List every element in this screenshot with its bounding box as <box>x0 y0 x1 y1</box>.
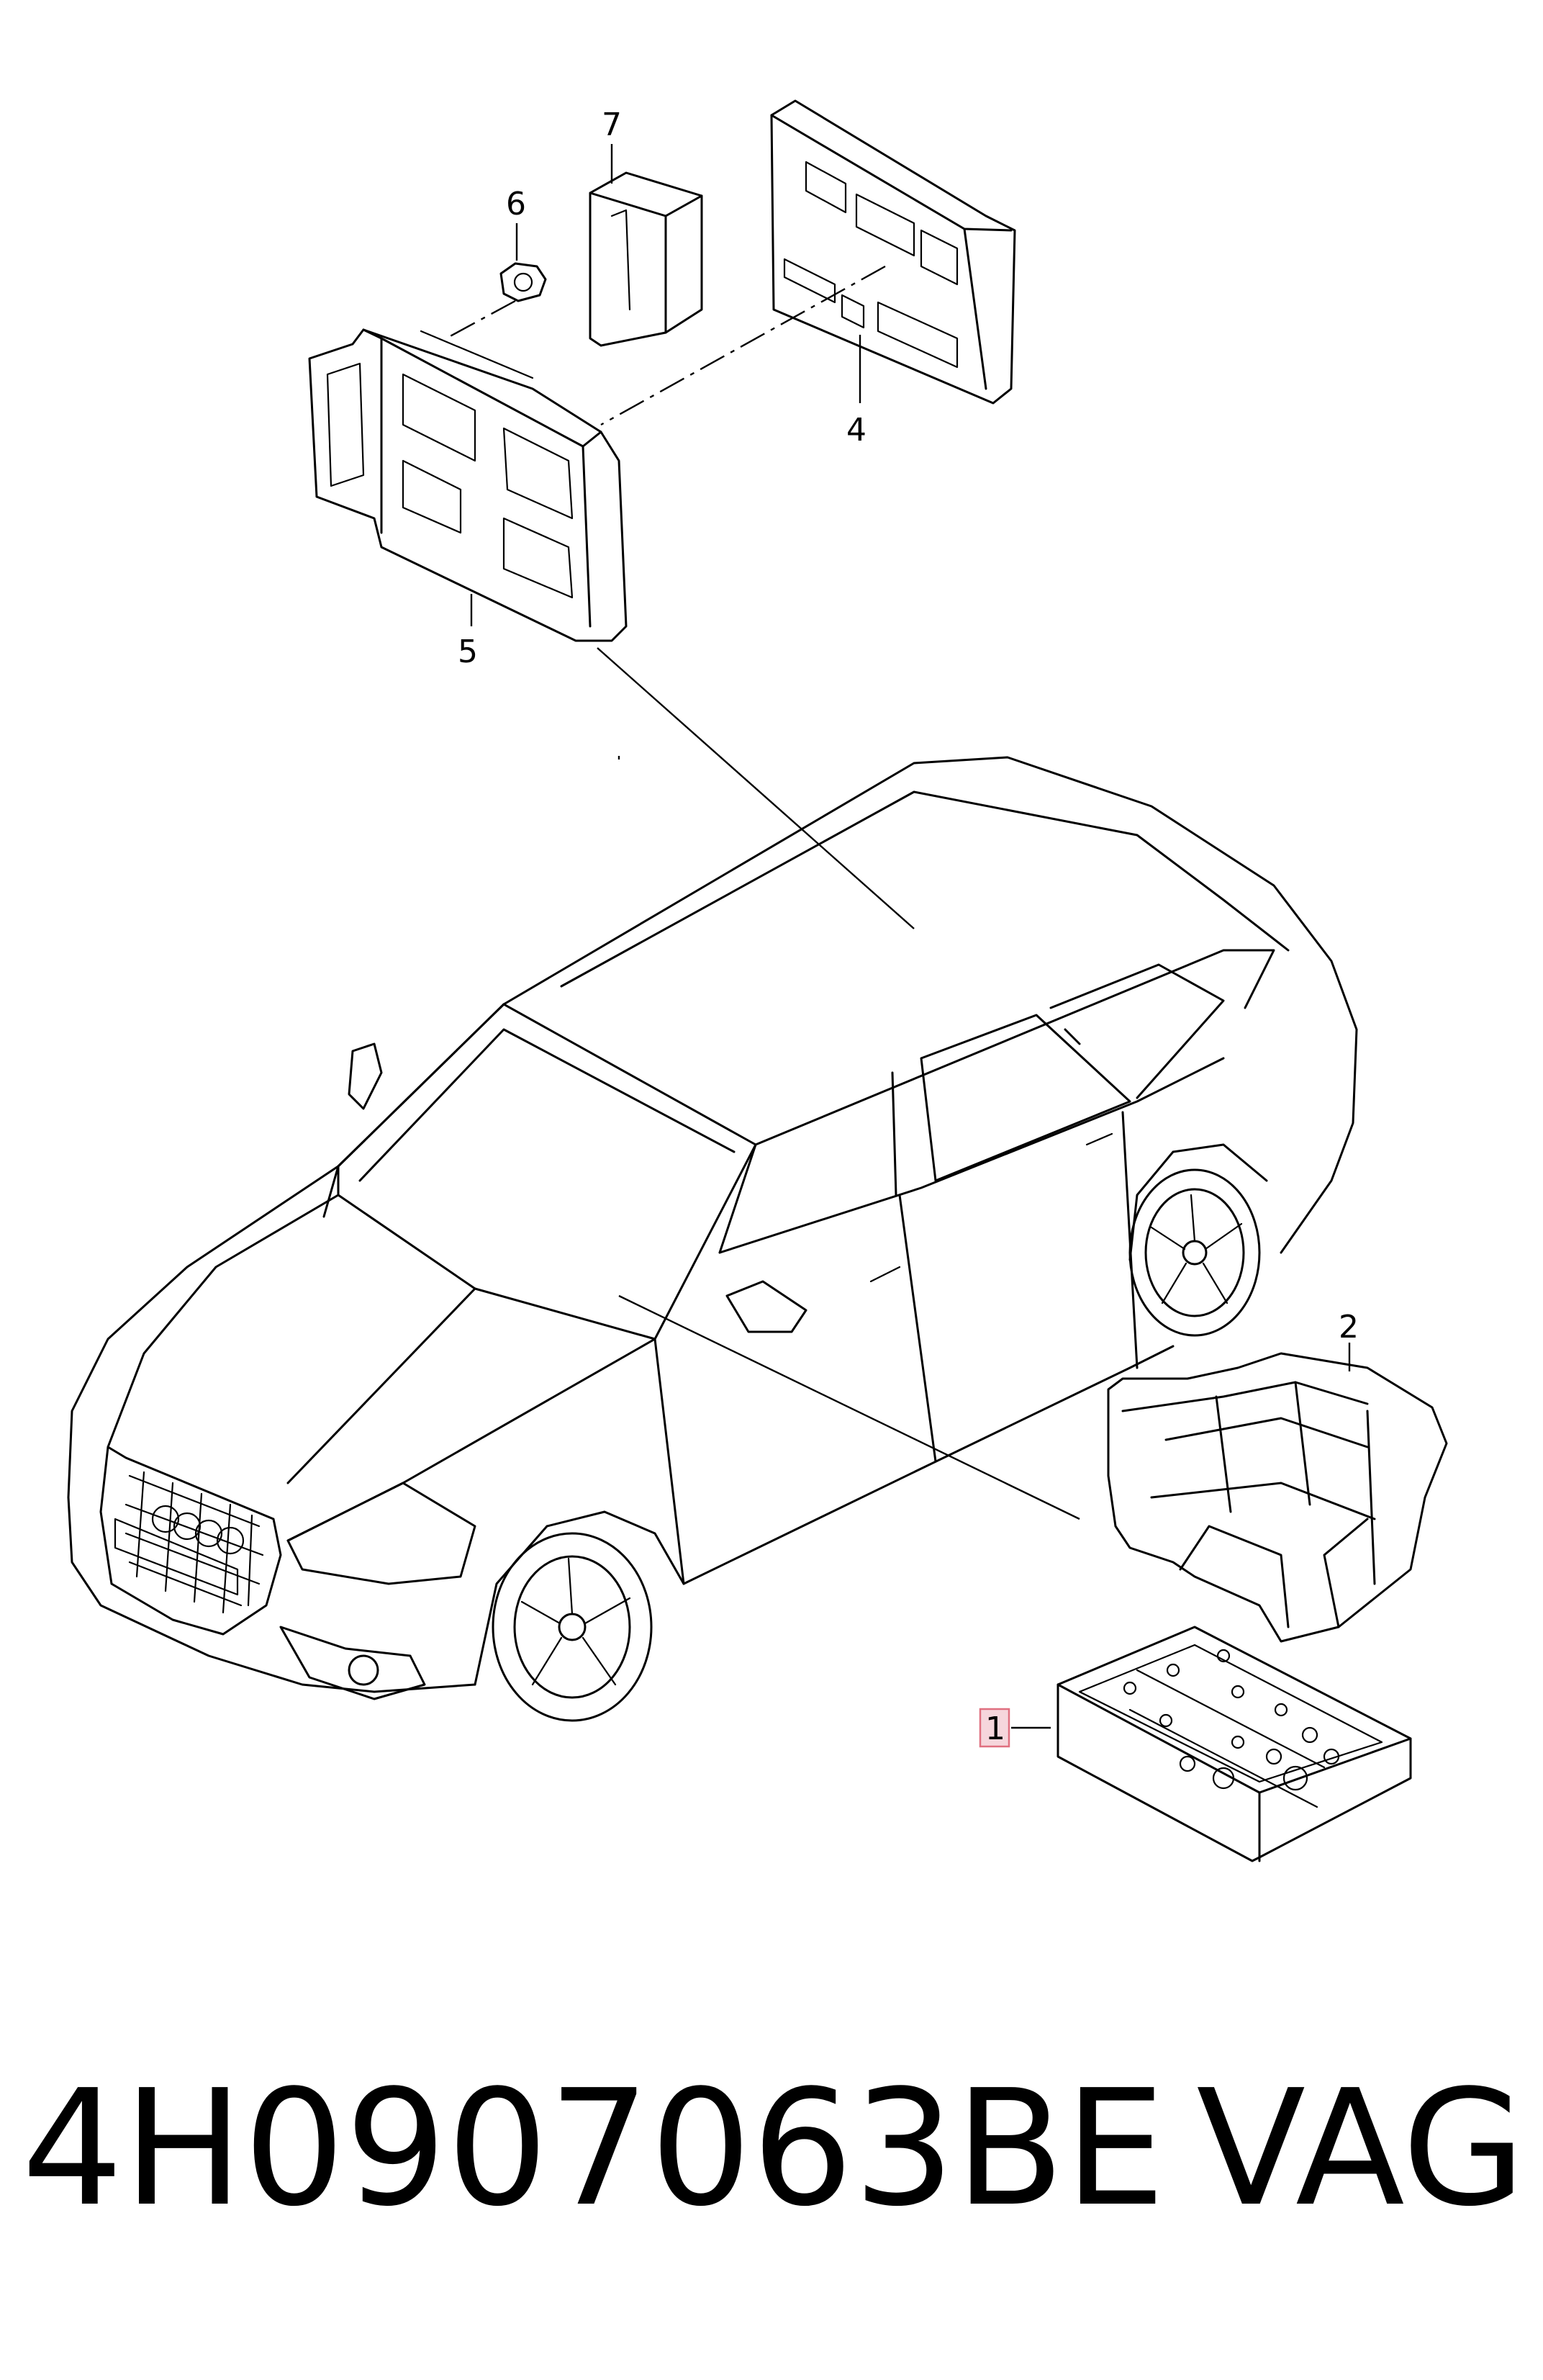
brand-label: VAG <box>1196 2056 1526 2242</box>
part-number: 4H0907063BE <box>22 2056 1166 2242</box>
callout-6: 6 <box>506 186 526 222</box>
part-1-module <box>1011 1626 1412 1862</box>
part-2-tray <box>1107 1343 1448 1643</box>
part-4-control-unit <box>600 99 1016 426</box>
callout-2: 2 <box>1339 1309 1359 1345</box>
part-7-connector <box>589 144 703 347</box>
footer: 4H0907063BE VAG <box>22 2055 1526 2242</box>
callout-1-highlight <box>979 1708 1010 1748</box>
callout-5: 5 <box>458 634 478 670</box>
part-5-bracket <box>308 328 915 929</box>
callout-1: 1 <box>985 1710 1005 1747</box>
vehicle-illustration <box>67 756 1358 1722</box>
callout-7: 7 <box>602 107 622 143</box>
callout-4: 4 <box>846 412 866 448</box>
part-6-nut <box>445 223 547 340</box>
